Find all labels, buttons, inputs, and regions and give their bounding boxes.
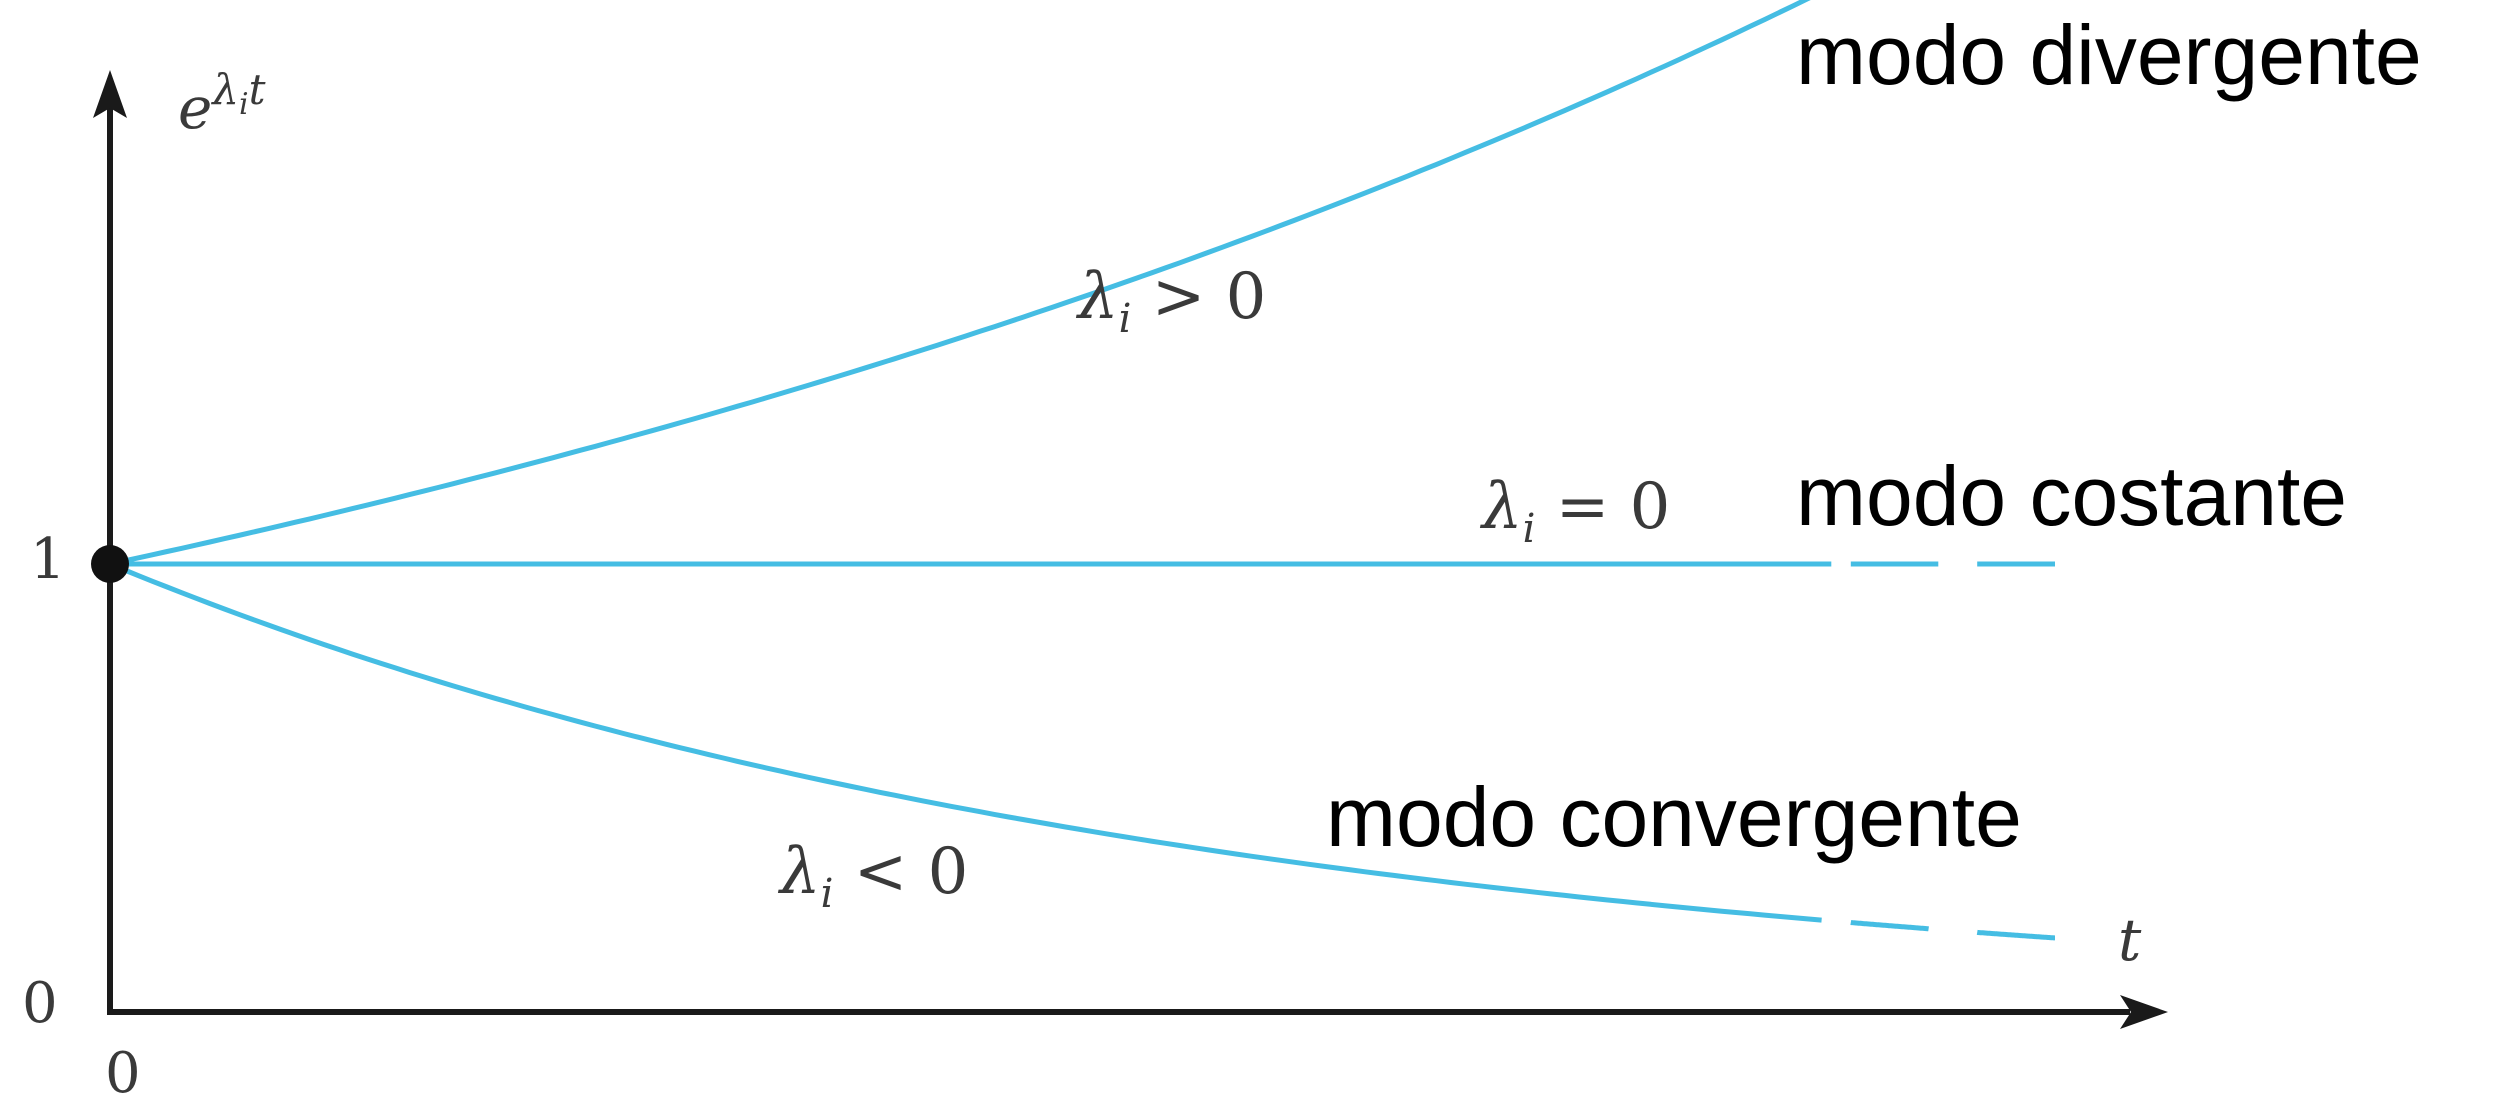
curve-convergent [109, 561, 1822, 923]
curve-convergent-dash-2 [1976, 929, 2055, 941]
y-tick-label-1: 1 [30, 527, 66, 592]
x-axis-arrow [2120, 995, 2168, 1029]
label-convergent-condition: λi < 0 [777, 835, 968, 917]
label-modo-divergente: modo divergente [1796, 8, 2422, 102]
y-axis-arrow [93, 70, 127, 118]
label-divergent-condition: λi > 0 [1075, 260, 1266, 342]
label-modo-costante: modo costante [1796, 449, 2347, 543]
x-axis-label: t [2118, 906, 2142, 974]
axes [93, 70, 2168, 1029]
y-tick-label-0: 0 [22, 971, 58, 1036]
plot-area [109, 0, 2055, 941]
origin-point [91, 545, 129, 583]
label-constant-condition: λi = 0 [1479, 470, 1670, 552]
y-axis-label: eλit [178, 65, 266, 142]
x-tick-label-0: 0 [105, 1041, 141, 1106]
curve-convergent-dash-1 [1850, 920, 1929, 932]
curve-divergent [109, 0, 1811, 567]
label-modo-convergente: modo convergente [1326, 770, 2022, 864]
